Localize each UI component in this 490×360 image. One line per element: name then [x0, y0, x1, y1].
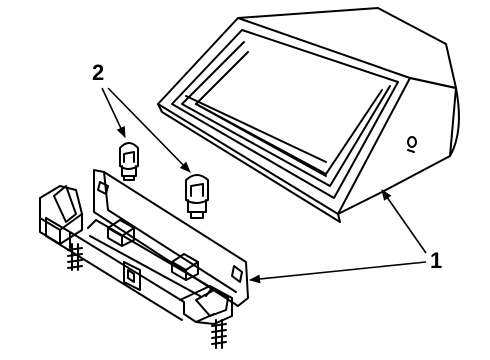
callout-bulbs: 2: [92, 60, 104, 85]
leader-2-to-lower-bulb: [107, 87, 191, 173]
screw-right: [211, 319, 227, 349]
leader-1-to-bracket: [248, 261, 427, 284]
leader-1-to-housing: [381, 189, 427, 254]
leader-2-to-upper-bulb: [101, 87, 126, 139]
bulb-upper: [119, 142, 139, 181]
lamp-socket-bracket: [39, 169, 249, 325]
bulb-lower: [185, 174, 209, 219]
callout-lamp-assembly: 1: [430, 248, 442, 273]
screw-left: [67, 243, 83, 271]
lamp-housing: [157, 7, 460, 223]
